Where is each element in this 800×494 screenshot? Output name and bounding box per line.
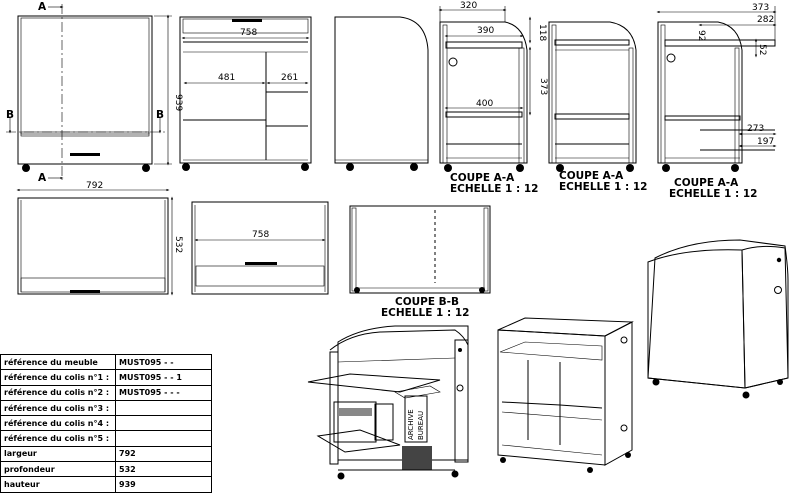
- table-row: référence du colis n°5 :: [0, 430, 212, 447]
- spec-value: MUST095 - - -: [115, 384, 212, 401]
- section-a-label-top: A: [38, 1, 47, 13]
- spec-value: [115, 430, 212, 447]
- spec-label: référence du colis n°1 :: [0, 369, 116, 386]
- section3-d52: 52: [757, 44, 767, 55]
- section1-d320: 320: [460, 1, 477, 11]
- render-desk-empty: [497, 317, 634, 473]
- caption-echelle-1: ECHELLE 1 : 12: [450, 183, 538, 195]
- table-row: référence du colis n°4 :: [0, 415, 212, 432]
- section-a-label-bottom: A: [38, 172, 47, 184]
- interior-view: 758 481 261: [179, 16, 312, 171]
- render-tambour-closed: [647, 239, 789, 399]
- section3-d197: 197: [757, 137, 774, 147]
- spec-value: MUST095 - - 1: [115, 369, 212, 386]
- front-height-dim: 939: [173, 94, 183, 111]
- spec-label: largeur: [0, 445, 116, 463]
- top-depth-dim: 532: [173, 236, 183, 253]
- section-aa-2: COUPE A-A ECHELLE 1 : 12: [548, 21, 647, 193]
- table-row: référence du colis n°1 :MUST095 - - 1: [0, 369, 212, 386]
- interior-top-width-dim: 758: [240, 28, 257, 38]
- side-view: [334, 16, 429, 171]
- section3-d92: 92: [696, 30, 706, 41]
- table-row: référence du colis n°2 :MUST095 - - -: [0, 384, 212, 401]
- interior-left-width-dim: 481: [218, 73, 235, 83]
- section-aa-1: 320 390 118 373 400 COUPE A-A ECHELLE 1 …: [438, 1, 548, 195]
- section3-d373: 373: [752, 3, 769, 13]
- front-view: A A B B 939: [6, 1, 183, 184]
- top-width-dim: 792: [86, 181, 103, 191]
- spec-label: référence du colis n°3 :: [0, 399, 116, 417]
- caption-echelle-bb: ECHELLE 1 : 12: [381, 307, 469, 319]
- interior-right-width-dim: 261: [281, 73, 298, 83]
- caption-coupe-aa-3: COUPE A-A: [674, 177, 739, 189]
- spec-label: référence du colis n°2 :: [0, 384, 116, 401]
- caption-coupe-bb: COUPE B-B: [395, 296, 459, 308]
- section1-d373: 373: [538, 78, 548, 95]
- spec-label: référence du colis n°5 :: [0, 430, 116, 447]
- spec-value: [115, 415, 212, 432]
- section1-d118: 118: [537, 24, 547, 41]
- spec-label: hauteur: [0, 476, 116, 493]
- spec-value: 792: [115, 445, 212, 463]
- section-aa-3: 373 282 92 52 273 197 COUPE A-A ECHELLE …: [656, 3, 777, 200]
- plan-view: 758: [191, 201, 329, 295]
- spec-value: [115, 399, 212, 417]
- section1-d390: 390: [477, 26, 494, 36]
- caption-coupe-aa-2: COUPE A-A: [559, 170, 624, 182]
- render-label-bureau: BUREAU: [417, 411, 425, 440]
- plan-width-dim: 758: [252, 230, 269, 240]
- spec-label: référence du meuble: [0, 353, 116, 371]
- top-view: 792 532: [16, 181, 183, 296]
- caption-echelle-2: ECHELLE 1 : 12: [559, 181, 647, 193]
- spec-label: profondeur: [0, 461, 116, 478]
- section3-d282: 282: [757, 15, 774, 25]
- table-row: référence du colis n°3 :: [0, 399, 212, 417]
- section-b-label-left: B: [6, 109, 14, 121]
- section-bb: COUPE B-B ECHELLE 1 : 12: [349, 205, 491, 319]
- caption-echelle-3: ECHELLE 1 : 12: [669, 188, 757, 200]
- section3-d273: 273: [747, 124, 764, 134]
- spec-label: référence du colis n°4 :: [0, 415, 116, 432]
- render-desk-open: ARCHIVE BUREAU: [307, 325, 469, 480]
- render-label-archive: ARCHIVE: [407, 409, 415, 440]
- spec-value: 532: [115, 461, 212, 478]
- caption-coupe-aa-1: COUPE A-A: [450, 172, 515, 184]
- spec-value: MUST095 - -: [115, 353, 212, 371]
- section1-d400: 400: [476, 99, 493, 109]
- section-b-label-right: B: [156, 109, 164, 121]
- spec-value: 939: [115, 476, 212, 493]
